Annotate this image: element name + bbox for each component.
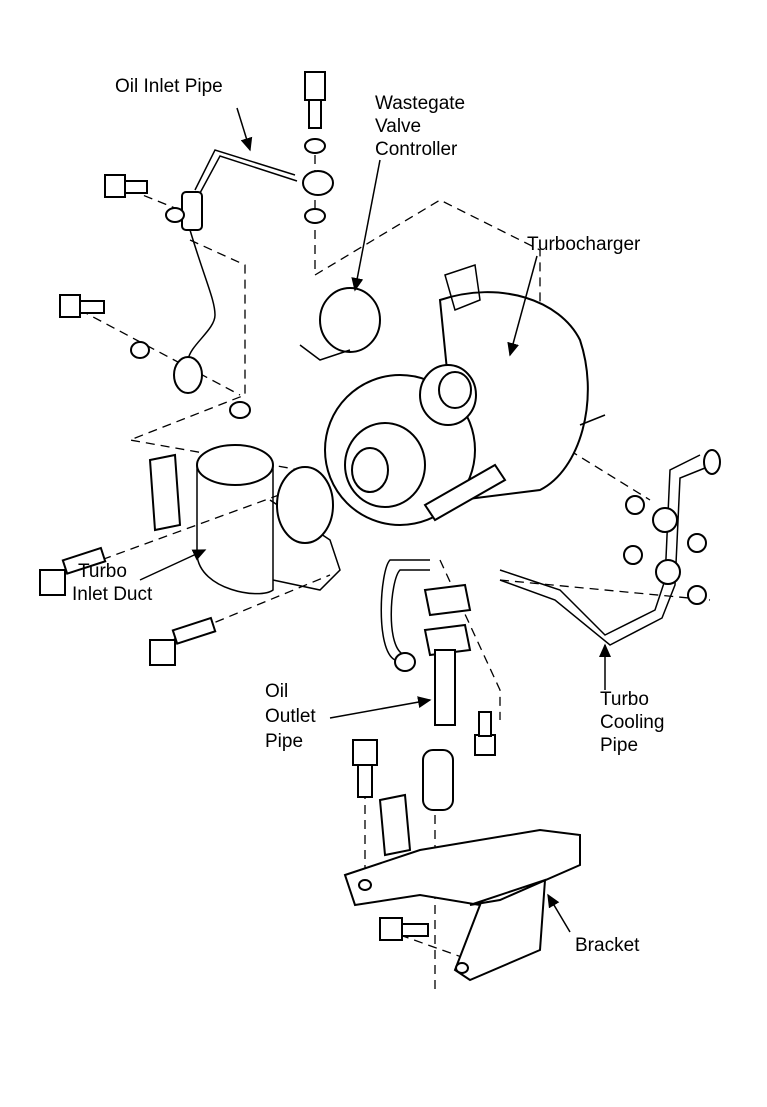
label-inlet-line1: Turbo bbox=[78, 561, 127, 582]
label-cooling-line3: Pipe bbox=[600, 735, 639, 756]
turbo-cooling-pipe-part bbox=[499, 449, 721, 646]
label-turbocharger: Turbocharger bbox=[527, 234, 641, 255]
turbo-inlet-duct-part bbox=[148, 444, 341, 595]
label-bracket: Bracket bbox=[575, 935, 640, 956]
oil-outlet-pipe-part bbox=[380, 559, 472, 811]
bracket-part bbox=[343, 793, 581, 982]
label-oil-outlet-line1: Oil bbox=[265, 681, 289, 702]
label-oil-inlet-pipe: Oil Inlet Pipe bbox=[115, 76, 223, 97]
label-cooling-line2: Cooling bbox=[600, 712, 665, 733]
label-oil-outlet-line3: Pipe bbox=[265, 731, 304, 752]
turbocharger-part bbox=[299, 264, 606, 526]
label-cooling-line1: Turbo bbox=[600, 689, 649, 710]
label-wastegate-line2: Valve bbox=[375, 116, 422, 137]
oil-inlet-pipe-part bbox=[173, 149, 334, 394]
label-inlet-line2: Inlet Duct bbox=[72, 584, 153, 605]
washers bbox=[130, 138, 707, 605]
label-wastegate-line1: Wastegate bbox=[375, 93, 466, 114]
bolts bbox=[39, 71, 496, 941]
label-oil-outlet-line2: Outlet bbox=[265, 706, 316, 727]
label-wastegate-line3: Controller bbox=[375, 139, 458, 160]
leader-arrows bbox=[139, 107, 611, 933]
